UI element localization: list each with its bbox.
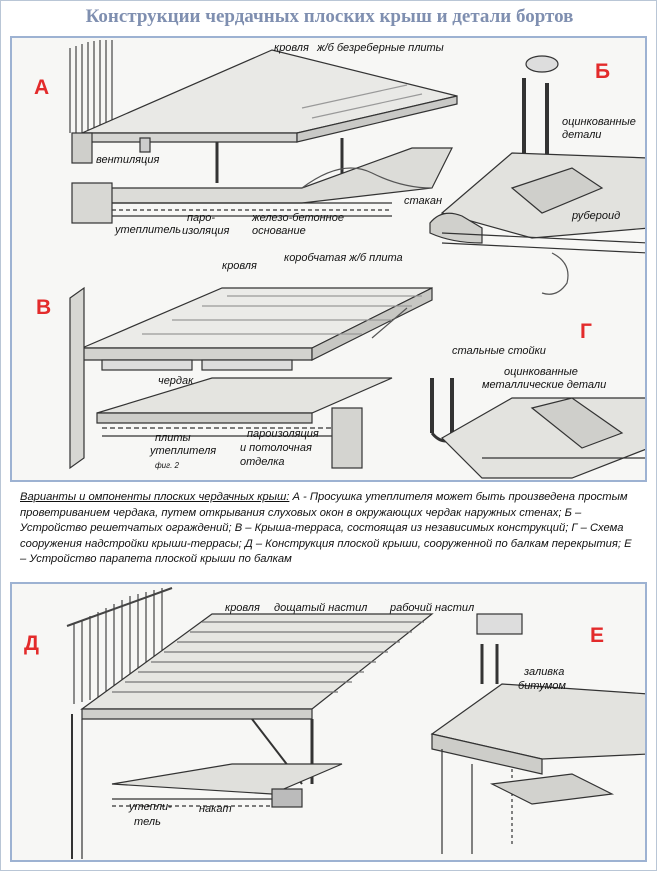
slab-a bbox=[81, 49, 458, 134]
label-plity-v: плиты bbox=[155, 432, 191, 444]
label-paroizolyaciya-v: пароизоляция bbox=[247, 428, 319, 440]
railing-a bbox=[69, 40, 113, 133]
label-ocink-b1: оцинкованные bbox=[562, 116, 636, 128]
label-zhb-osnovanie-2: основание bbox=[252, 225, 306, 237]
label-fig: фиг. 2 bbox=[155, 461, 179, 470]
label-zalivka-1: заливка bbox=[524, 666, 565, 678]
page-title: Конструкции чердачных плоских крыш и дет… bbox=[85, 6, 574, 27]
label-uteplitel-a: утеплитель bbox=[115, 224, 182, 236]
letter-v: В bbox=[36, 296, 52, 319]
label-nakat: накат bbox=[199, 803, 232, 815]
label-ruberoid: рубероид bbox=[572, 210, 621, 222]
label-ocink-g1: оцинкованные bbox=[504, 366, 578, 378]
label-korobchataya-plita: коробчатая ж/б плита bbox=[284, 252, 403, 264]
label-rabochiy-nastil: рабочий настил bbox=[390, 602, 475, 614]
letter-a: А bbox=[34, 76, 50, 99]
label-uteplitel-d2: тель bbox=[134, 816, 161, 828]
label-paroizolyaciya-a2: изоляция bbox=[182, 225, 230, 237]
label-stalnye-stoyki: стальные стойки bbox=[452, 345, 546, 357]
label-zhb-osnovanie-1: железо-бетонное bbox=[252, 212, 344, 224]
bottom-drawing bbox=[66, 587, 645, 859]
top-drawing-panel: А Б В Г кровля ж/б безреберные плиты вен… bbox=[10, 36, 647, 482]
letter-g: Г bbox=[580, 320, 592, 343]
caption-text: А - Просушка утеплителя может быть произ… bbox=[20, 491, 632, 565]
label-ocink-g2: металлические детали bbox=[482, 379, 607, 391]
steel-posts-g bbox=[430, 378, 454, 433]
label-cherdak: чердак bbox=[158, 375, 194, 387]
parapet-cap-e bbox=[476, 613, 523, 635]
label-krovlya-a: кровля bbox=[274, 42, 309, 54]
label-ocink-b2: детали bbox=[562, 129, 602, 141]
label-potolochnaya-1: и потолочная bbox=[240, 442, 312, 454]
caption-lead: Варианты и омпоненты плоских чердачных к… bbox=[20, 491, 290, 503]
figure-caption: Варианты и омпоненты плоских чердачных к… bbox=[20, 490, 640, 568]
label-potolochnaya-2: отделка bbox=[240, 456, 285, 468]
label-krovlya-d: кровля bbox=[225, 602, 260, 614]
label-paroizolyaciya-a1: паро- bbox=[187, 212, 216, 224]
label-uteplitelya-v: утеплителя bbox=[150, 445, 217, 457]
label-stakan: стакан bbox=[404, 195, 443, 207]
letter-b: Б bbox=[595, 60, 611, 83]
label-plity-a: ж/б безреберные плиты bbox=[317, 42, 444, 54]
letter-e: Е bbox=[590, 624, 605, 647]
label-ventilyaciya: вентиляция bbox=[96, 154, 160, 166]
top-drawing bbox=[69, 40, 645, 479]
label-krovlya-v: кровля bbox=[222, 260, 257, 272]
label-uteplitel-d1: утепли- bbox=[129, 801, 172, 813]
letter-d: Д bbox=[24, 632, 39, 655]
bottom-drawing-panel: Д Е кровля дощатый настил рабочий настил… bbox=[10, 582, 647, 862]
label-doshatyy-nastil: дощатый настил bbox=[274, 602, 368, 614]
label-zalivka-2: битумом bbox=[518, 680, 566, 692]
